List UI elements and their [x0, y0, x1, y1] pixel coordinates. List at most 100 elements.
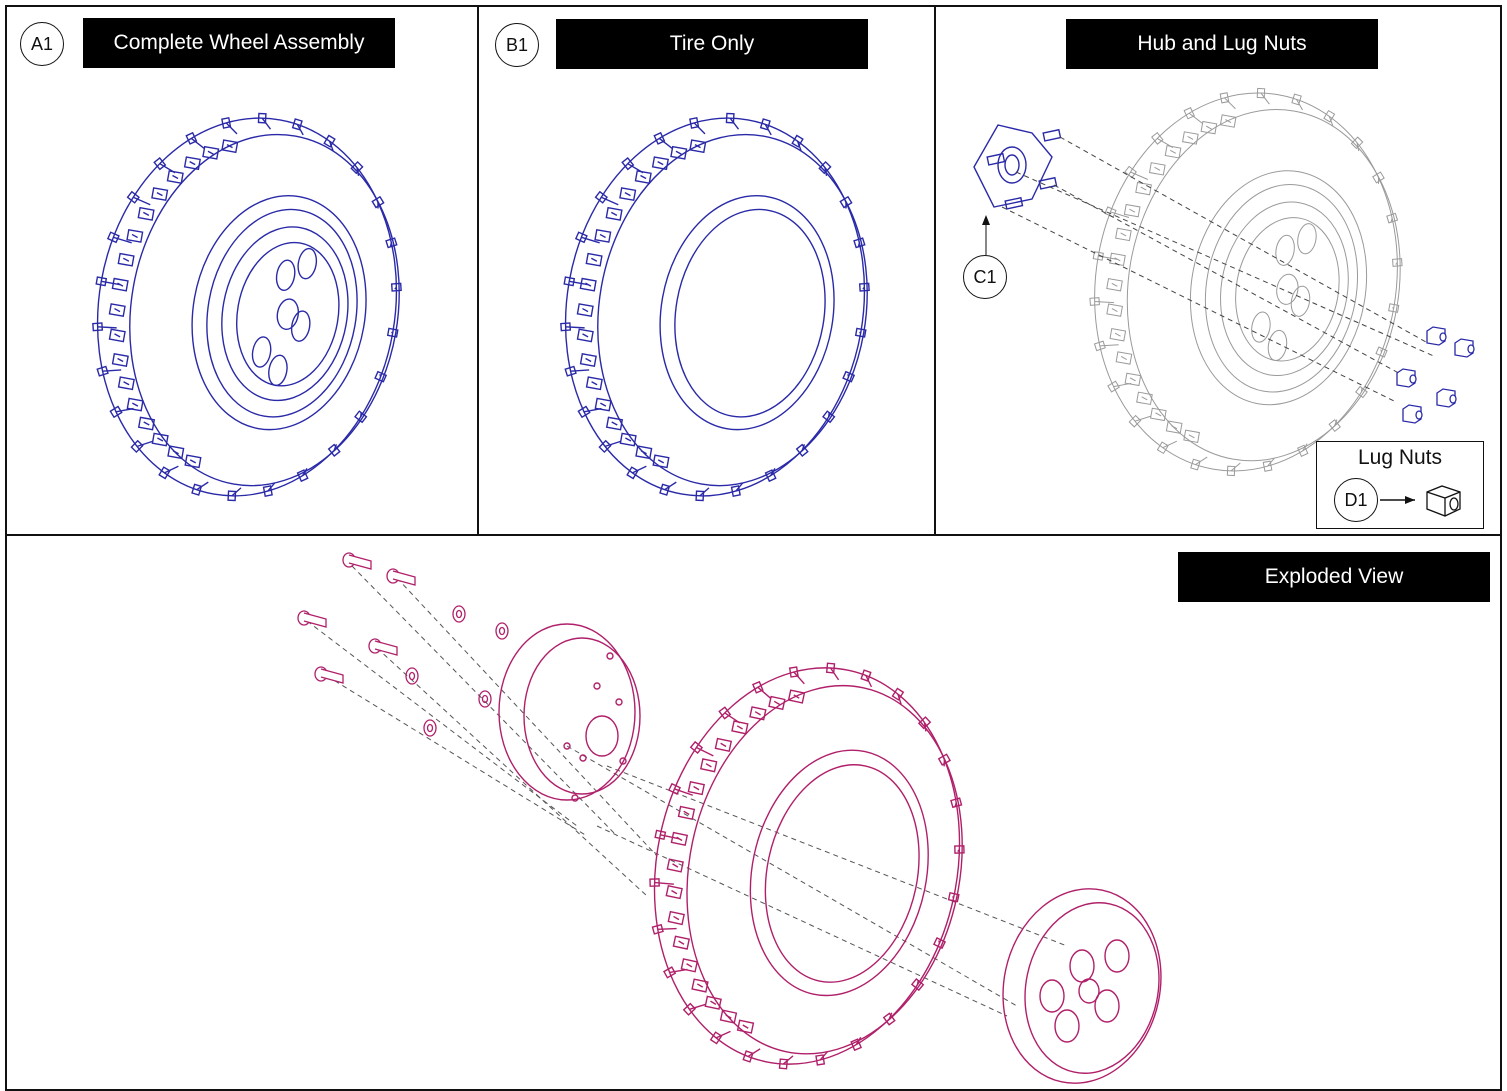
- tread-block: [1151, 132, 1164, 145]
- tread-block: [109, 405, 123, 419]
- side-knob: [1115, 227, 1132, 242]
- tread-groove: [696, 746, 714, 757]
- tread-groove: [379, 374, 382, 377]
- tread-block: [1372, 171, 1385, 184]
- inner-rim-hole: [615, 698, 623, 706]
- tire-bead: [191, 194, 367, 431]
- hub-stud: [1004, 196, 1024, 210]
- tread-block: [839, 195, 853, 209]
- tread-block: [126, 190, 140, 204]
- lug-nut: [1396, 368, 1417, 388]
- side-knob: [579, 353, 597, 367]
- tread-groove: [764, 124, 772, 136]
- side-knob: [117, 252, 135, 267]
- legend-title: Lug Nuts: [1357, 446, 1443, 469]
- callout-d1: D1: [1334, 478, 1378, 522]
- inner-rim: [498, 623, 641, 802]
- tread-groove: [296, 124, 304, 136]
- tread-groove: [862, 286, 865, 290]
- inner-rim-face: [523, 637, 641, 795]
- tread-block: [1328, 419, 1341, 432]
- washer-inner: [498, 626, 506, 636]
- tread-groove: [857, 242, 861, 248]
- tread-groove: [1334, 419, 1338, 426]
- lug-nut-hole: [1439, 332, 1447, 342]
- side-knob: [1200, 120, 1218, 135]
- tire-sidewall: [597, 133, 868, 487]
- tread-block: [937, 753, 951, 766]
- tire: [92, 112, 402, 502]
- tread-groove: [632, 465, 647, 474]
- tread-block: [1323, 109, 1336, 123]
- guide-line: [396, 577, 658, 857]
- tread-groove: [824, 167, 828, 176]
- guide-line: [326, 675, 588, 837]
- tread-block: [788, 666, 799, 678]
- wheel-c-ghost-drawing: [1089, 87, 1403, 477]
- tread-block: [1219, 92, 1230, 104]
- outer-rim: [1002, 888, 1162, 1084]
- tire: [560, 112, 870, 502]
- hub-drawing: [973, 124, 1437, 403]
- side-knob: [594, 397, 612, 412]
- tread-groove: [855, 1036, 862, 1046]
- inner-rim-hole: [571, 794, 579, 802]
- side-knob: [111, 277, 129, 292]
- tread-groove: [865, 675, 873, 688]
- tread-groove: [164, 465, 179, 474]
- side-knob: [167, 445, 185, 460]
- tread-block: [350, 160, 364, 175]
- tread-groove: [570, 369, 590, 372]
- tread-groove: [102, 369, 122, 372]
- side-knob: [731, 720, 749, 735]
- tire-sidewall: [686, 684, 963, 1055]
- side-knob: [635, 445, 653, 460]
- tread-block: [778, 1058, 789, 1070]
- side-knob: [665, 884, 683, 900]
- tread-block: [96, 365, 109, 377]
- rim-window: [1297, 223, 1317, 255]
- tread-groove: [97, 326, 117, 329]
- washer-inner: [426, 723, 434, 733]
- tire-bead: [749, 749, 929, 997]
- tread-groove: [793, 671, 805, 685]
- hub-plate: [973, 124, 1053, 208]
- side-knob: [619, 187, 637, 202]
- tread-groove: [1296, 99, 1303, 111]
- side-knob: [108, 303, 126, 318]
- tread-block: [1226, 465, 1236, 477]
- tread-groove: [377, 202, 379, 209]
- side-knob: [579, 277, 597, 292]
- side-knob: [634, 170, 652, 184]
- tread-groove: [657, 927, 677, 930]
- tread-block: [815, 1054, 826, 1066]
- tread-groove: [796, 140, 802, 152]
- tread-block: [1104, 206, 1117, 218]
- tread-block: [947, 891, 960, 903]
- lug-nut-hole: [1467, 344, 1475, 354]
- tread-groove: [888, 1012, 893, 1020]
- bolt: [368, 638, 398, 656]
- tread-block: [860, 669, 872, 682]
- guide-line: [566, 745, 1018, 1007]
- tread-block: [651, 923, 664, 935]
- exploded-drawing: [297, 552, 1162, 1084]
- tread-groove: [132, 196, 151, 206]
- hub-bore: [1004, 154, 1020, 176]
- tread-block: [564, 365, 577, 377]
- side-knob: [652, 454, 670, 469]
- tread-groove: [1130, 171, 1148, 180]
- washer: [478, 690, 492, 708]
- tread-block: [1375, 346, 1388, 358]
- tread-block: [1089, 297, 1100, 306]
- outer-rim-window: [1069, 949, 1095, 983]
- lug-nut-icon: [1380, 485, 1461, 517]
- side-knob: [666, 858, 684, 873]
- tread-block: [695, 490, 705, 502]
- side-knob: [787, 689, 806, 704]
- tread-groove: [394, 286, 397, 290]
- tread-groove: [1230, 462, 1241, 472]
- inner-rim-hole: [593, 682, 601, 690]
- tread-groove: [333, 444, 338, 451]
- guide-line: [1059, 136, 1427, 343]
